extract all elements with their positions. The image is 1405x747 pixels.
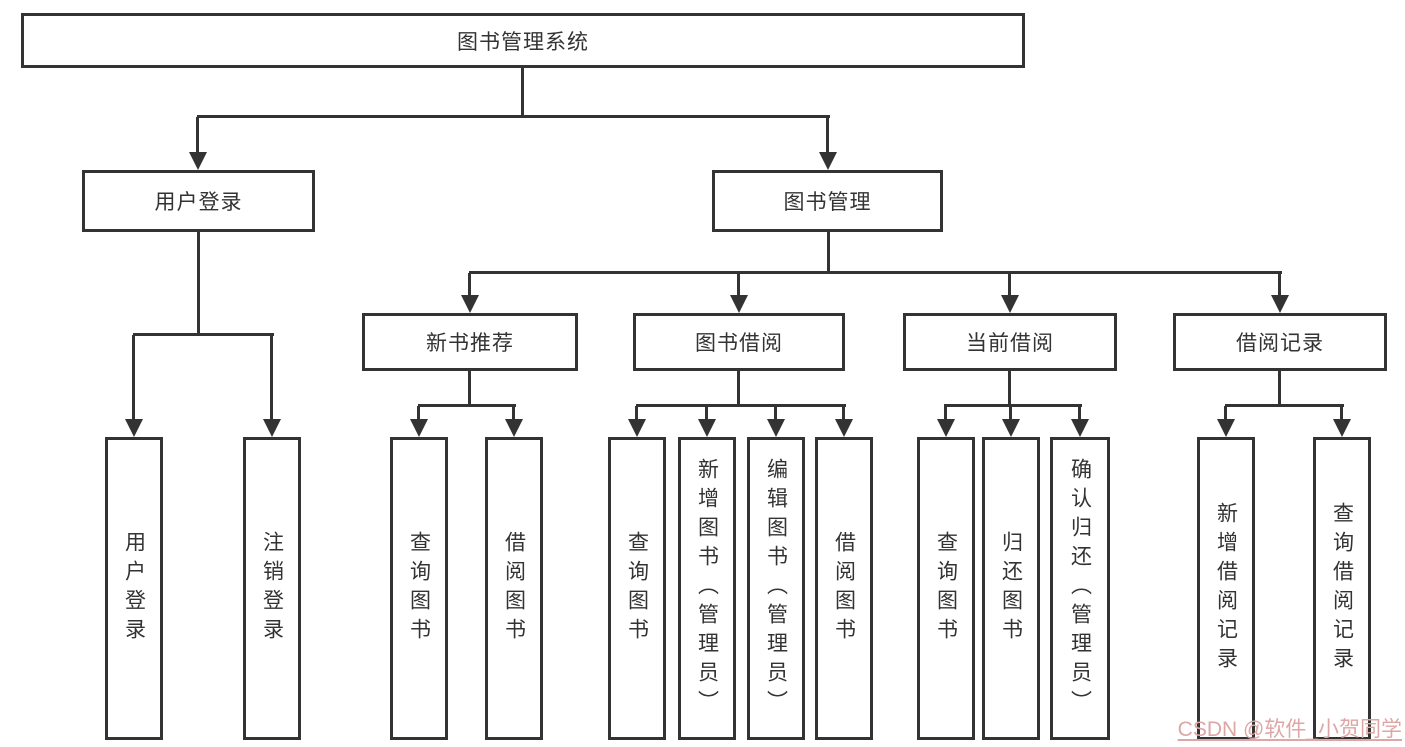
leaf-label: 新增借阅记录 [1214,501,1238,676]
leaf-label: 注销登录 [260,530,284,647]
connector-new-books-rail [418,404,516,407]
arrow-down-icon [1270,273,1289,313]
leaf-edit-books-admin: 编辑图书（管理员） [747,437,805,740]
arrow-down-icon [1216,406,1235,437]
connector-current-rail [944,404,1082,407]
leaf-label: 借阅图书 [502,530,526,647]
node-borrowing-label: 图书借阅 [695,332,783,355]
arrow-down-icon [697,406,716,437]
connector-new-books-stem [468,371,471,407]
connector-borrowing-rail [636,404,846,407]
arrow-down-icon [818,117,837,170]
leaf-label: 编辑图书（管理员） [764,458,788,719]
leaf-borrow-books-1: 借阅图书 [485,437,543,740]
leaf-add-borrow-record: 新增借阅记录 [1197,437,1255,740]
arrow-down-icon [627,406,646,437]
arrow-down-icon [188,117,207,170]
leaf-label: 借阅图书 [832,530,856,647]
leaf-borrow-books-2: 借阅图书 [815,437,873,740]
arrow-down-icon [262,335,281,437]
node-borrowing: 图书借阅 [633,313,845,371]
leaf-confirm-return-admin: 确认归还（管理员） [1050,437,1110,740]
arrow-down-icon [1070,406,1089,437]
arrow-down-icon [460,273,479,313]
leaf-label: 确认归还（管理员） [1068,458,1092,719]
connector-root-rail [197,115,830,118]
node-current-borrow: 当前借阅 [903,313,1117,371]
arrow-down-icon [1001,406,1020,437]
leaf-label: 查询图书 [407,530,431,647]
arrow-down-icon [1000,273,1019,313]
leaf-add-books-admin: 新增图书（管理员） [678,437,736,740]
connector-book-mgmt-rail [469,271,1282,274]
leaf-label: 用户登录 [122,530,146,647]
leaf-query-books-1: 查询图书 [390,437,448,740]
leaf-query-books-3: 查询图书 [917,437,975,740]
node-root: 图书管理系统 [21,13,1025,68]
arrow-down-icon [729,273,748,313]
leaf-return-books: 归还图书 [982,437,1040,740]
leaf-user-login: 用户登录 [105,437,163,740]
connector-borrowing-stem [737,371,740,407]
connector-book-mgmt-stem [827,232,830,274]
node-user-login-label: 用户登录 [154,191,243,214]
leaf-label: 查询图书 [934,530,958,647]
arrow-down-icon [834,406,853,437]
connector-root-stem [521,68,524,117]
node-book-mgmt-label: 图书管理 [783,191,872,214]
connector-records-rail [1225,404,1344,407]
connector-user-login-stem [197,232,200,336]
node-borrow-records-label: 借阅记录 [1236,332,1324,355]
arrow-down-icon [1332,406,1351,437]
leaf-label: 查询借阅记录 [1330,501,1354,676]
leaf-logout: 注销登录 [243,437,301,740]
arrow-down-icon [936,406,955,437]
connector-current-stem [1008,371,1011,407]
leaf-label: 新增图书（管理员） [695,458,719,719]
arrow-down-icon [504,406,523,437]
arrow-down-icon [766,406,785,437]
arrow-down-icon [124,335,143,437]
leaf-query-borrow-record: 查询借阅记录 [1313,437,1371,740]
connector-records-stem [1278,371,1281,407]
leaf-label: 归还图书 [999,530,1023,647]
node-current-borrow-label: 当前借阅 [966,332,1054,355]
leaf-label: 查询图书 [625,530,649,647]
connector-user-login-rail [133,333,274,336]
node-new-books-label: 新书推荐 [426,332,514,355]
node-user-login: 用户登录 [82,170,315,232]
node-new-books: 新书推荐 [362,313,578,371]
node-borrow-records: 借阅记录 [1173,313,1387,371]
node-book-mgmt: 图书管理 [712,170,943,232]
leaf-query-books-2: 查询图书 [608,437,666,740]
node-root-label: 图书管理系统 [457,30,589,54]
arrow-down-icon [409,406,428,437]
csdn-watermark: CSDN @软件_小贺同学 [1177,718,1402,741]
